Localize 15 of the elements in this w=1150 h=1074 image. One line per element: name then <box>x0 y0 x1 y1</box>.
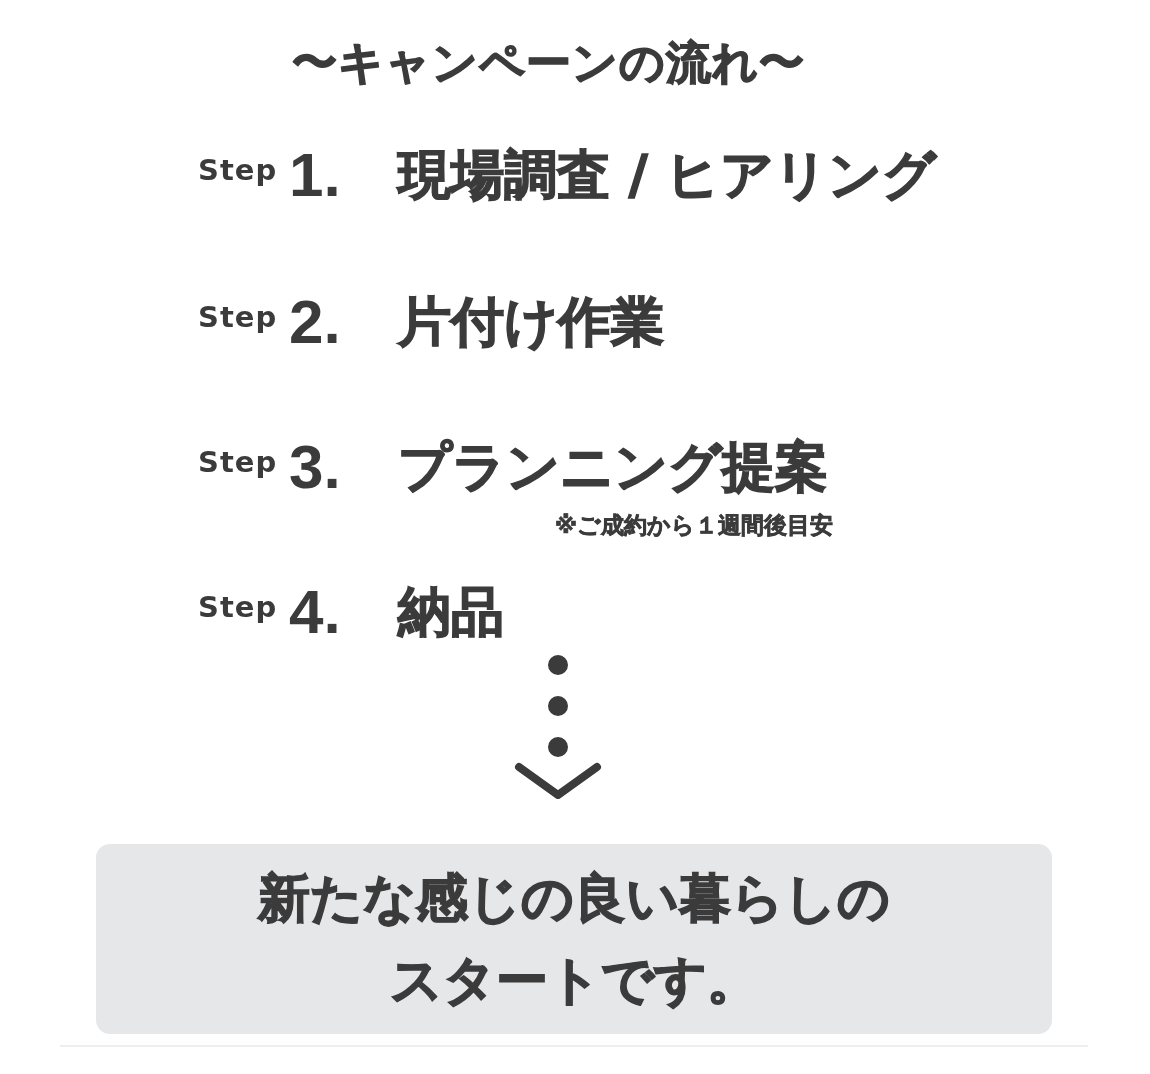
note-text: ※ご成約から１週間後目安 <box>554 511 833 540</box>
step-prefix: Step <box>198 299 278 336</box>
step-number: 4. <box>289 577 341 647</box>
step-prefix: Step <box>198 152 278 189</box>
step-number: 3. <box>289 432 341 502</box>
step-title: 納品 <box>398 580 504 644</box>
title: 〜キャンペーンの流れ〜 <box>291 38 805 88</box>
step-number: 1. <box>289 140 341 210</box>
step-title: 片付け作業 <box>398 290 664 354</box>
step-title: プランニング提案 <box>398 435 828 499</box>
step-prefix: Step <box>198 444 278 481</box>
result-box: 新たな感じの良い暮らしのスタートです。 <box>96 844 1052 1034</box>
step-prefix: Step <box>198 589 278 626</box>
step-number: 2. <box>289 287 341 357</box>
step-title: 現場調査 / ヒアリング <box>398 143 937 207</box>
